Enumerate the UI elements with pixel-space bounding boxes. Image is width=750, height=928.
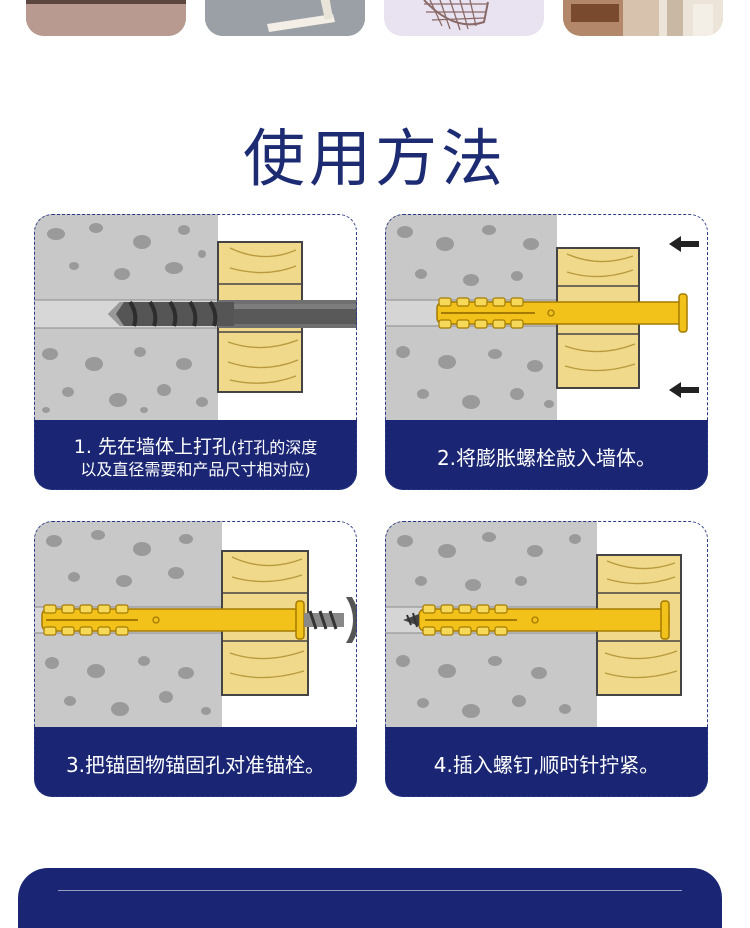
tighten-screw-illustration [385, 521, 682, 727]
section-title: 使用方法 [242, 122, 507, 195]
step-card-3: 3.把锚固物锚固孔对准锚栓。 [34, 521, 357, 797]
drilling-hole-illustration [34, 214, 357, 420]
wall-shelf-photo [205, 0, 365, 36]
step-1-caption: 1. 先在墙体上打孔(打孔的深度 以及直径需要和产品尺寸相对应) [34, 420, 357, 490]
step-2-caption: 2.将膨胀螺栓敲入墙体。 [385, 420, 708, 490]
bottom-banner [18, 868, 722, 928]
wire-basket-photo [384, 0, 544, 36]
step-card-4: 4.插入螺钉,顺时针拧紧。 [385, 521, 708, 797]
insert-anchor-illustration [385, 214, 699, 420]
step-card-2: 2.将膨胀螺栓敲入墙体。 [385, 214, 708, 490]
step-1-caption-line1: 1. 先在墙体上打孔(打孔的深度 [74, 436, 317, 459]
thumbnail-carpet-floor[interactable] [26, 0, 186, 36]
align-fixture-illustration [34, 521, 357, 727]
thumbnail-wall-shelf[interactable] [205, 0, 365, 36]
thumbnail-strip [0, 0, 750, 36]
step-3-caption: 3.把锚固物锚固孔对准锚栓。 [34, 727, 357, 797]
bottom-banner-divider [58, 890, 682, 891]
step-1-caption-note: (打孔的深度 [230, 437, 318, 457]
step-card-1: 1. 先在墙体上打孔(打孔的深度 以及直径需要和产品尺寸相对应) [34, 214, 357, 490]
room-interior-photo [563, 0, 723, 36]
thumbnail-wire-basket[interactable] [384, 0, 544, 36]
thumbnail-room-interior[interactable] [563, 0, 723, 36]
step-1-caption-line2: 以及直径需要和产品尺寸相对应) [80, 459, 311, 479]
step-4-caption: 4.插入螺钉,顺时针拧紧。 [385, 727, 708, 797]
step-1-caption-main: 1. 先在墙体上打孔 [73, 435, 231, 458]
carpet-floor-photo [26, 0, 186, 36]
